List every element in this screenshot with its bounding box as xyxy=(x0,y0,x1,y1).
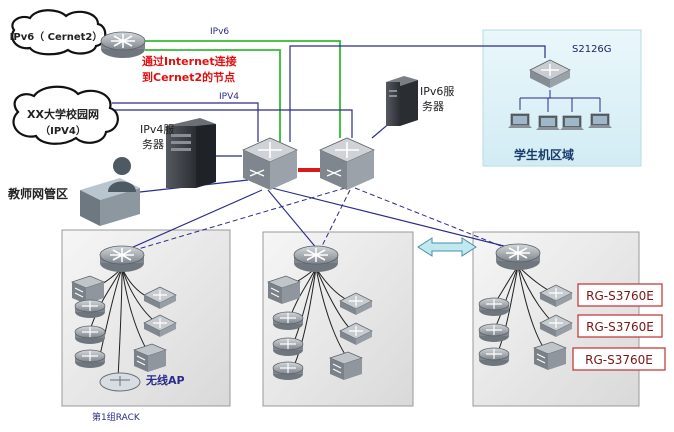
student-pc-1 xyxy=(507,113,533,129)
rack2-router-a xyxy=(272,311,304,331)
ipv4-server xyxy=(166,118,216,188)
core-rack3-link xyxy=(271,187,521,251)
rack2-router-b xyxy=(272,337,304,357)
rg-switch-2-label: RG-S3760E xyxy=(586,320,654,334)
core-switch-1 xyxy=(242,137,298,191)
ipv6-server xyxy=(386,76,418,126)
core-rack1-link xyxy=(121,189,263,253)
core-switch-2 xyxy=(319,137,375,191)
campus-cloud xyxy=(12,85,119,145)
rack2-router xyxy=(293,245,339,273)
core2-rack1-dashed xyxy=(127,187,346,253)
ipv6-link-core2 xyxy=(145,40,341,138)
wireless-ap xyxy=(99,372,141,392)
student-pc-3 xyxy=(559,115,585,131)
ipv6-border-router xyxy=(100,31,146,59)
rack3-router-a xyxy=(478,297,510,317)
cernet2-note-2: 到Cernet2的节点 xyxy=(142,70,235,84)
ipv6-link-core1 xyxy=(145,49,281,142)
teacher-area-label: 教师网管区 xyxy=(7,186,68,201)
rack-group1-label: 第1组RACK xyxy=(92,411,141,423)
s2126g-label: S2126G xyxy=(572,44,612,55)
rack1-router-b xyxy=(74,325,106,345)
ipv4-server-label-1: IPv4服 xyxy=(140,123,174,136)
ipv4-link-label: IPV4 xyxy=(219,92,239,102)
rg-switch-3-label: RG-S3760E xyxy=(585,353,653,367)
ipv6-link-label: IPv6 xyxy=(210,27,229,37)
core-rack2-link xyxy=(267,189,319,251)
student-pc-2 xyxy=(535,115,561,131)
ipv4-link-campus xyxy=(112,102,259,142)
rack2-router-c xyxy=(272,361,304,381)
student-lan-lines xyxy=(519,90,601,112)
student-pc-4 xyxy=(587,113,613,129)
rack3-router xyxy=(495,243,541,271)
rg-switch-2-box xyxy=(577,314,663,338)
campus-cloud-label-1: XX大学校园网 xyxy=(27,107,99,121)
rack-interconnect-arrow xyxy=(417,237,477,257)
core2-rack3-dashed xyxy=(354,187,517,253)
teacher-workstation xyxy=(80,157,140,226)
rack3-router-c xyxy=(478,347,510,367)
rack1-router-c xyxy=(74,349,106,369)
student-area-label: 学生机区域 xyxy=(514,147,574,162)
ipv6-cloud xyxy=(11,9,107,56)
ipv6-server-label-1: IPv6服 xyxy=(420,85,454,98)
rg-switch-1-label: RG-S3760E xyxy=(586,289,654,303)
campus-cloud-label-2: （IPV4） xyxy=(40,124,86,137)
rg-switch-3-box xyxy=(572,347,666,371)
ipv4-server-label-2: 务器 xyxy=(142,138,164,151)
rack1-router-a xyxy=(74,299,106,319)
wireless-ap-label: 无线AP xyxy=(145,373,185,387)
core-to-s2126g-link xyxy=(289,45,546,142)
rg-switch-1-box xyxy=(577,283,663,307)
ipv6-cloud-label: IPv6（ Cernet2） xyxy=(10,30,103,43)
core2-rack2-dashed xyxy=(319,189,351,251)
ipv4-link-core2 xyxy=(112,109,353,138)
rack3-router-b xyxy=(478,323,510,343)
ipv6-server-label-2: 务器 xyxy=(422,100,444,113)
rack1-router xyxy=(99,245,145,273)
cernet2-note-1: 通过Internet连接 xyxy=(142,54,237,68)
